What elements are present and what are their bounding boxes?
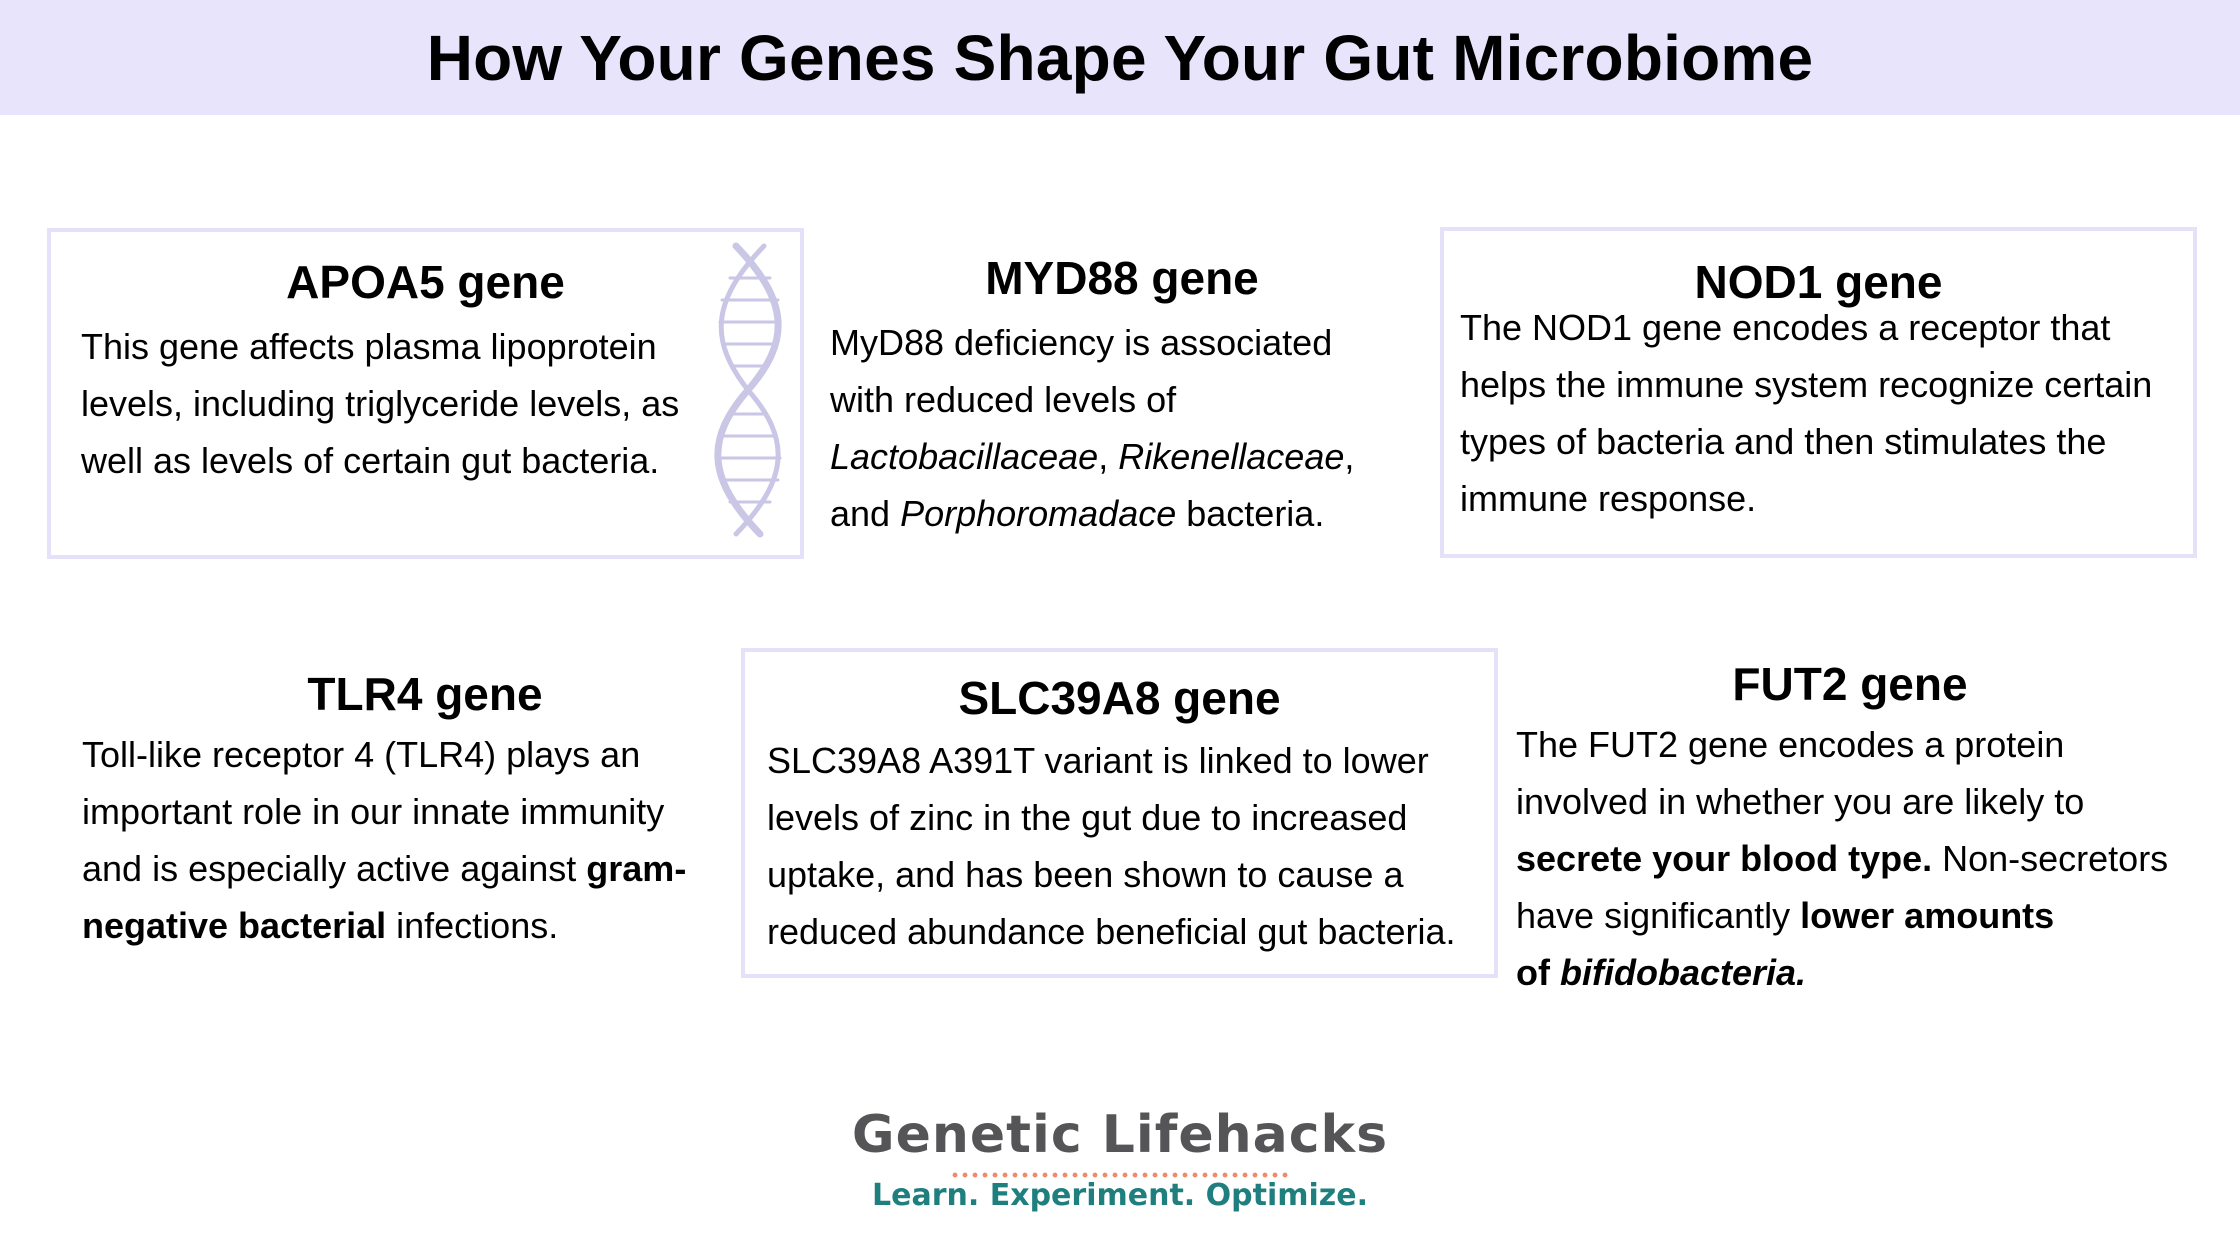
- line: and is especially active against: [82, 848, 587, 889]
- taxon-porphoromadace: Porphoromadace: [900, 493, 1177, 534]
- emphasis: gram-: [586, 848, 687, 889]
- card-fut2: FUT2 gene The FUT2 gene encodes a protei…: [1500, 648, 2200, 1008]
- taxon-rikenellaceae: Rikenellaceae: [1118, 436, 1345, 477]
- line: reduced abundance beneficial gut bacteri…: [767, 911, 1456, 952]
- card-text-myd88: MyD88 deficiency is associated with redu…: [830, 314, 1420, 542]
- line: MyD88 deficiency is associated: [830, 322, 1333, 363]
- card-myd88: MYD88 gene MyD88 deficiency is associate…: [816, 228, 1428, 559]
- page-title: How Your Genes Shape Your Gut Microbiome: [426, 22, 1814, 94]
- line: helps the immune system recognize certai…: [1460, 364, 2153, 405]
- card-text-tlr4: Toll-like receptor 4 (TLR4) plays an imp…: [82, 726, 782, 954]
- card-text-slc39a8: SLC39A8 A391T variant is linked to lower…: [767, 732, 1497, 960]
- card-heading-slc39a8: SLC39A8 gene: [958, 672, 1281, 724]
- line: levels of zinc in the gut due to increas…: [767, 797, 1408, 838]
- card-apoa5: APOA5 gene This gene affects plasma lipo…: [47, 228, 804, 559]
- line: SLC39A8 A391T variant is linked to lower: [767, 740, 1429, 781]
- card-text-apoa5: This gene affects plasma lipoprotein lev…: [81, 318, 741, 489]
- line: immune response.: [1460, 478, 1757, 519]
- line: Non-secretors: [1932, 838, 2169, 879]
- title-banner: How Your Genes Shape Your Gut Microbiome: [0, 0, 2240, 115]
- card-heading-fut2: FUT2 gene: [1732, 658, 1968, 710]
- emphasis: of: [1516, 952, 1560, 993]
- brand-name: Genetic Lifehacks: [851, 1105, 1389, 1165]
- brand-tagline: Learn. Experiment. Optimize.: [872, 1178, 1368, 1213]
- line: important role in our innate immunity: [82, 791, 665, 832]
- emphasis: secrete your blood type.: [1516, 838, 1933, 879]
- line: with reduced levels of: [830, 379, 1177, 420]
- line: infections.: [386, 905, 559, 946]
- card-heading-myd88: MYD88 gene: [985, 252, 1259, 304]
- separator: ,: [1344, 436, 1355, 477]
- card-text-nod1: The NOD1 gene encodes a receptor that he…: [1460, 299, 2195, 527]
- line: The FUT2 gene encodes a protein: [1516, 724, 2065, 765]
- conjunction: and: [830, 493, 901, 534]
- emphasis-italic: bifidobacteria.: [1559, 952, 1807, 993]
- card-heading-nod1: NOD1 gene: [1694, 256, 1943, 308]
- card-heading-apoa5: APOA5 gene: [286, 256, 565, 308]
- line: Toll-like receptor 4 (TLR4) plays an: [82, 734, 641, 775]
- dotted-divider: [950, 1168, 1290, 1182]
- dna-helix-icon: [714, 242, 782, 538]
- card-heading-tlr4: TLR4 gene: [307, 668, 543, 720]
- separator: ,: [1098, 436, 1119, 477]
- emphasis: lower amounts: [1800, 895, 2055, 936]
- line: types of bacteria and then stimulates th…: [1460, 421, 2107, 462]
- card-slc39a8: SLC39A8 gene SLC39A8 A391T variant is li…: [741, 648, 1498, 978]
- taxon-lactobacillaceae: Lactobacillaceae: [830, 436, 1099, 477]
- line: The NOD1 gene encodes a receptor that: [1460, 307, 2111, 348]
- line: well as levels of certain gut bacteria.: [81, 440, 660, 481]
- text-end: bacteria.: [1176, 493, 1325, 534]
- line: levels, including triglyceride levels, a…: [81, 383, 680, 424]
- card-nod1: NOD1 gene The NOD1 gene encodes a recept…: [1440, 227, 2197, 558]
- card-text-fut2: The FUT2 gene encodes a protein involved…: [1516, 716, 2200, 1001]
- card-tlr4: TLR4 gene Toll-like receptor 4 (TLR4) pl…: [60, 650, 790, 980]
- brand-logo: Genetic Lifehacks Learn. Experiment. Opt…: [0, 1102, 2240, 1214]
- line: This gene affects plasma lipoprotein: [81, 326, 657, 367]
- line: have significantly: [1516, 895, 1801, 936]
- line: involved in whether you are likely to: [1516, 781, 2085, 822]
- emphasis: negative bacterial: [82, 905, 387, 946]
- line: uptake, and has been shown to cause a: [767, 854, 1404, 895]
